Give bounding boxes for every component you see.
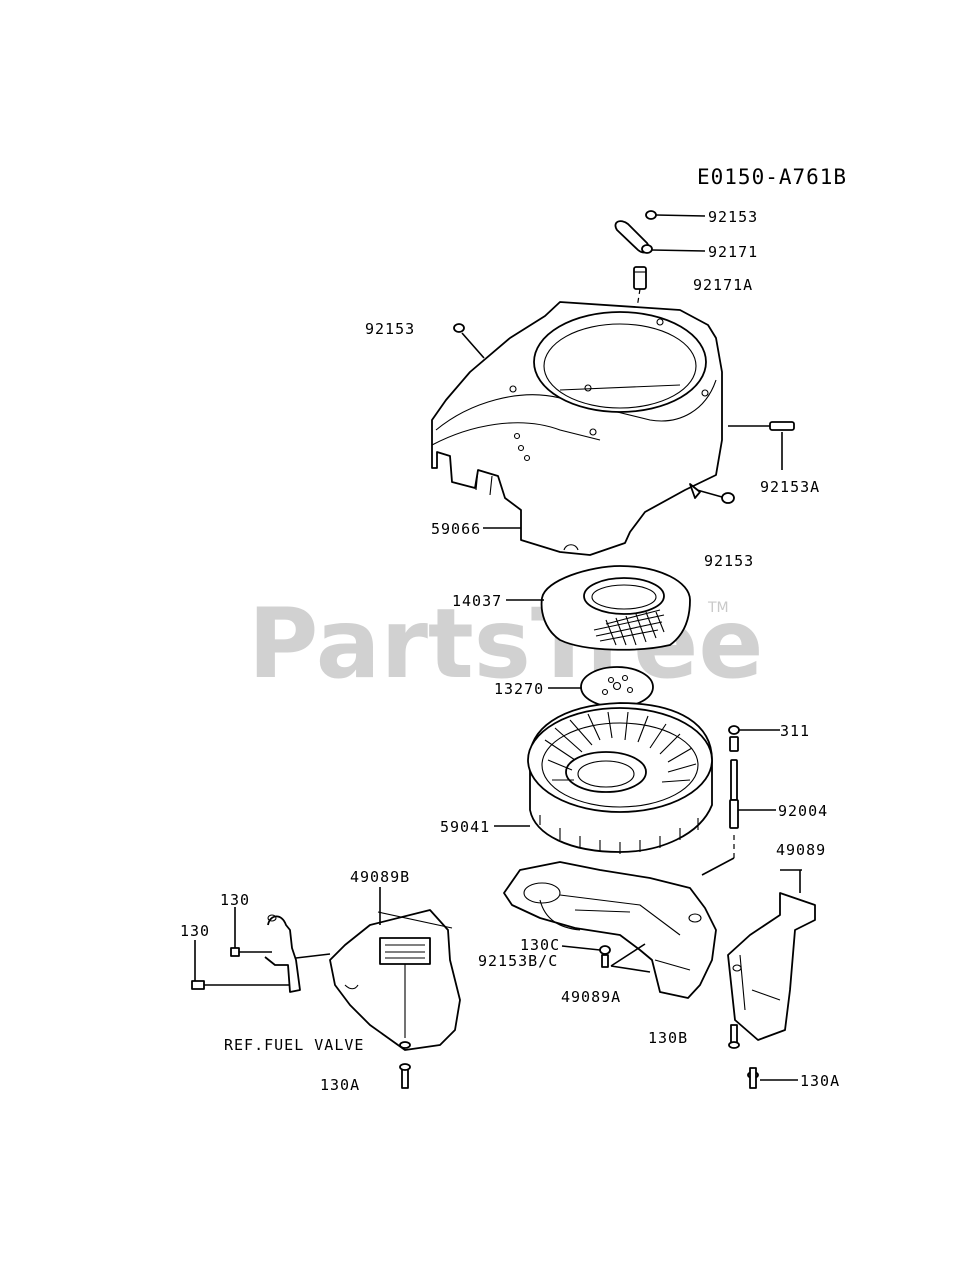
label-13270: 13270 <box>494 680 544 698</box>
part-bolt-130A-left[interactable] <box>399 1041 411 1089</box>
diagram-id: E0150-A761B <box>697 165 847 189</box>
screen-mesh <box>593 609 665 646</box>
label-92153-left: 92153 <box>365 320 415 338</box>
part-bolt-130B[interactable] <box>728 1024 740 1049</box>
part-baffle-49089A[interactable] <box>503 861 717 999</box>
label-92004: 92004 <box>778 802 828 820</box>
label-92153A: 92153A <box>760 478 820 496</box>
label-ref-fuel-valve: REF.FUEL VALVE <box>224 1036 364 1054</box>
part-screw-92153BC[interactable] <box>561 943 651 973</box>
label-130C: 130C <box>520 936 560 954</box>
flywheel-fins <box>539 711 699 854</box>
part-screw-92153-left[interactable] <box>453 323 485 359</box>
part-baffle-49089[interactable] <box>727 870 816 1041</box>
part-screen-14037[interactable] <box>540 565 691 651</box>
label-92171: 92171 <box>708 243 758 261</box>
part-blower-housing-59066[interactable] <box>431 301 723 556</box>
part-fuel-valve-bracket[interactable] <box>264 914 331 993</box>
label-130A-left: 130A <box>320 1076 360 1094</box>
label-311: 311 <box>780 722 810 740</box>
label-130B: 130B <box>648 1029 688 1047</box>
part-plate-13270[interactable] <box>580 666 654 708</box>
label-49089: 49089 <box>776 841 826 859</box>
label-130A-right: 130A <box>800 1072 840 1090</box>
watermark-trademark: TM <box>707 600 729 616</box>
label-130-lower: 130 <box>180 922 210 940</box>
label-49089B: 49089B <box>350 868 410 886</box>
label-59041: 59041 <box>440 818 490 836</box>
part-bolt-130-lower[interactable] <box>191 940 290 990</box>
label-92153-mid: 92153 <box>704 552 754 570</box>
label-49089A: 49089A <box>561 988 621 1006</box>
label-92153BC: 92153B/C <box>478 952 558 970</box>
part-bolt-130A-right[interactable] <box>747 1067 798 1089</box>
label-92171A: 92171A <box>693 276 753 294</box>
part-shroud-49089B[interactable] <box>329 887 461 1051</box>
leader-lines <box>483 527 802 876</box>
part-bolt-130-upper[interactable] <box>230 907 272 957</box>
part-screw-92153-mid[interactable] <box>689 483 735 504</box>
label-59066: 59066 <box>431 520 481 538</box>
part-flywheel-59041[interactable] <box>527 702 713 854</box>
part-bolt-92153A[interactable] <box>728 421 795 470</box>
label-14037: 14037 <box>452 592 502 610</box>
label-130-upper: 130 <box>220 891 250 909</box>
label-92153-top: 92153 <box>708 208 758 226</box>
part-stud-92004[interactable] <box>728 725 780 858</box>
